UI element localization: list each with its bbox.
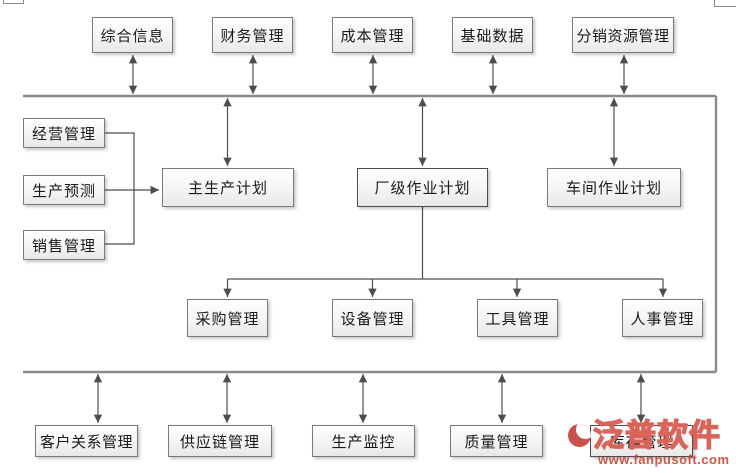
clipped-box-top-right [714, 0, 736, 7]
node-integrated-info: 综合信息 [92, 17, 173, 53]
node-inventory-mgmt: 库存管理 [590, 425, 693, 457]
node-basic-data: 基础数据 [452, 17, 533, 53]
node-production-forecast: 生产预测 [23, 175, 105, 205]
node-supply-chain-mgmt: 供应链管理 [168, 425, 272, 457]
node-distribution-resource-mgmt: 分销资源管理 [572, 17, 674, 53]
node-cost-mgmt: 成本管理 [332, 17, 413, 53]
node-finance-mgmt: 财务管理 [212, 17, 293, 53]
node-business-mgmt: 经营管理 [23, 118, 105, 148]
node-plant-operation-plan: 厂级作业计划 [357, 168, 488, 207]
node-sales-mgmt: 销售管理 [23, 230, 105, 260]
edge-left-merge [105, 132, 135, 245]
node-equipment-mgmt: 设备管理 [332, 299, 413, 337]
node-tool-mgmt: 工具管理 [477, 299, 558, 337]
node-customer-relation-mgmt: 客户关系管理 [35, 425, 138, 457]
node-quality-mgmt: 质量管理 [450, 425, 543, 457]
node-procurement-mgmt: 采购管理 [187, 299, 268, 337]
node-production-monitoring: 生产监控 [312, 425, 415, 457]
node-workshop-operation-plan: 车间作业计划 [547, 168, 681, 207]
node-hr-mgmt: 人事管理 [622, 299, 703, 337]
node-master-production-plan: 主生产计划 [162, 168, 294, 207]
clipped-box-top-left [3, 0, 24, 4]
